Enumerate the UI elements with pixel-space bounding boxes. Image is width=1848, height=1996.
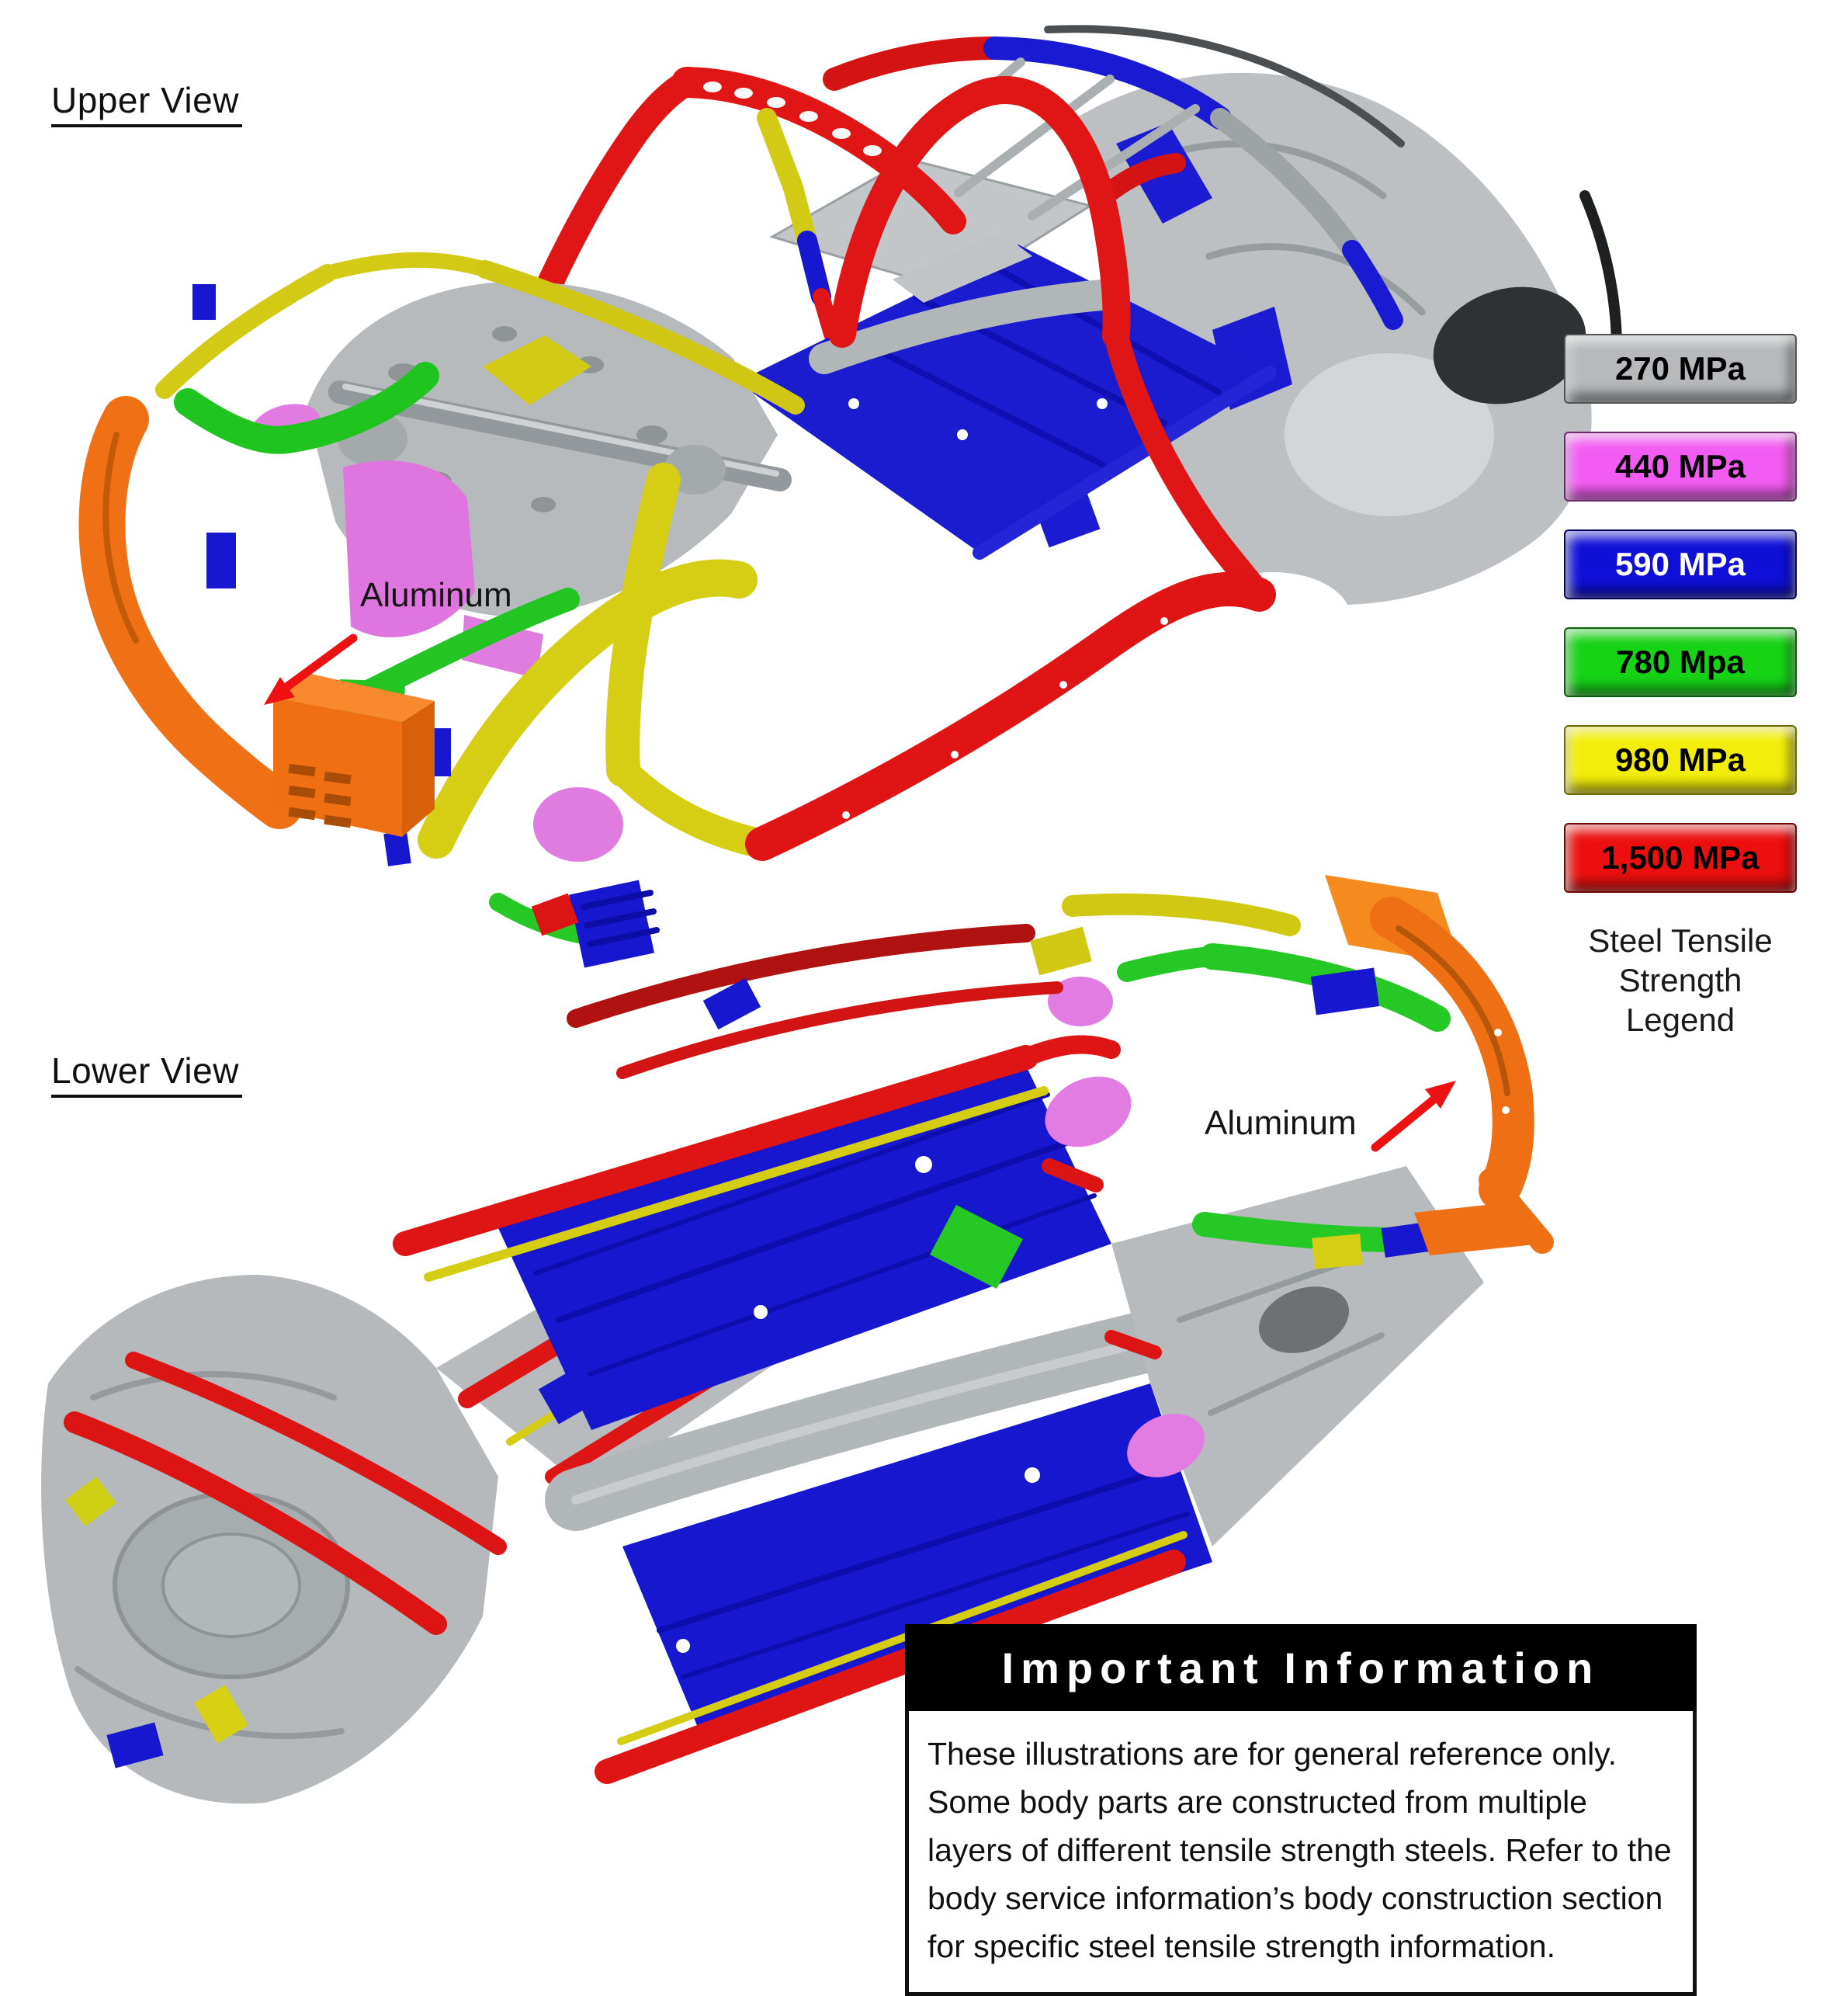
legend-caption: Steel Tensile Strength Legend (1562, 921, 1799, 1040)
important-information-box: Important Information These illustration… (905, 1624, 1697, 1996)
legend-item-980mpa: 980 MPa (1564, 725, 1797, 795)
rear-body-panels (1034, 72, 1623, 625)
side-sill (745, 571, 1276, 861)
front-bumper-aluminum-beam (78, 396, 435, 837)
lower-view-illustration (41, 875, 1554, 1804)
floor-panels-590mpa (498, 1050, 1212, 1733)
legend-caption-line2: Strength Legend (1618, 962, 1742, 1039)
upper-edge-rails (567, 924, 1092, 1079)
legend-item-590mpa: 590 MPa (1564, 529, 1797, 599)
upper-view-label: Upper View (51, 81, 242, 127)
steel-tensile-strength-legend: 270 MPa 440 MPa 590 MPa 780 Mpa 980 MPa … (1562, 334, 1799, 1040)
aluminum-arrow-upper (264, 634, 358, 705)
legend-item-780mpa: 780 Mpa (1564, 627, 1797, 697)
aluminum-callout-lower: Aluminum (1205, 1104, 1357, 1142)
front-bumper-aluminum-beam-lower (1325, 875, 1554, 1255)
legend-item-440mpa: 440 MPa (1564, 432, 1797, 502)
far-roof-rail (823, 25, 1405, 330)
front-rails (1062, 893, 1451, 1269)
aluminum-callout-upper: Aluminum (360, 576, 512, 614)
important-information-title: Important Information (905, 1624, 1697, 1711)
upper-view-illustration (78, 25, 1623, 968)
hinge-pillar-structure (418, 463, 777, 859)
legend-item-270mpa: 270 MPa (1564, 334, 1797, 404)
front-floor-section (930, 977, 1484, 1546)
rear-underbody (41, 1275, 507, 1804)
important-information-body: These illustrations are for general refe… (905, 1711, 1697, 1996)
center-tunnel (545, 1306, 1197, 1531)
legend-item-1500mpa: 1,500 MPa (1564, 823, 1797, 893)
lower-view-label: Lower View (51, 1051, 242, 1098)
side-sills-lower-view (393, 1035, 1188, 1784)
apron-and-cowl-rails (155, 252, 805, 415)
front-wheelhouse-parts (531, 787, 660, 968)
floor-pan (737, 233, 1277, 560)
legend-caption-line1: Steel Tensile (1588, 922, 1773, 959)
aluminum-arrow-lower (1371, 1081, 1456, 1152)
